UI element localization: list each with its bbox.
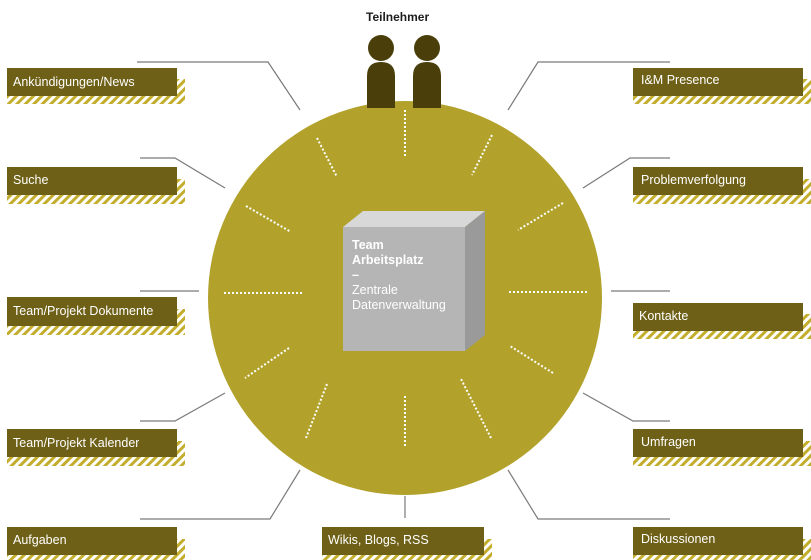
label-tasks: Aufgaben [13, 533, 67, 547]
label-news: Ankündigungen/News [13, 75, 135, 89]
person-icon [413, 35, 441, 108]
person-icon [367, 35, 395, 108]
label-wikis: Wikis, Blogs, RSS [328, 533, 429, 547]
label-search: Suche [13, 173, 49, 187]
cube-label-line3: Zentrale [352, 283, 398, 297]
label-calendar: Team/Projekt Kalender [13, 436, 140, 450]
cube-label-line1: Team [352, 238, 384, 252]
label-surveys: Umfragen [641, 435, 696, 449]
connector-lines [137, 61, 670, 520]
label-issues: Problemverfolgung [641, 173, 746, 187]
cube-label-dash: – [352, 268, 359, 282]
label-presence: I&M Presence [641, 73, 720, 87]
label-documents: Team/Projekt Dokumente [13, 304, 154, 318]
diagram-title: Teilnehmer [366, 10, 430, 24]
label-contacts: Kontakte [639, 309, 689, 323]
cube-label-line2: Arbeitsplatz [352, 253, 424, 267]
cube-icon [343, 211, 485, 351]
label-boxes [7, 68, 811, 560]
cube-label: Team Arbeitsplatz – Zentrale Datenverwal… [352, 238, 446, 313]
cube-label-line4: Datenverwaltung [352, 298, 446, 312]
label-discussions: Diskussionen [641, 532, 716, 546]
radial-rays [224, 110, 587, 446]
